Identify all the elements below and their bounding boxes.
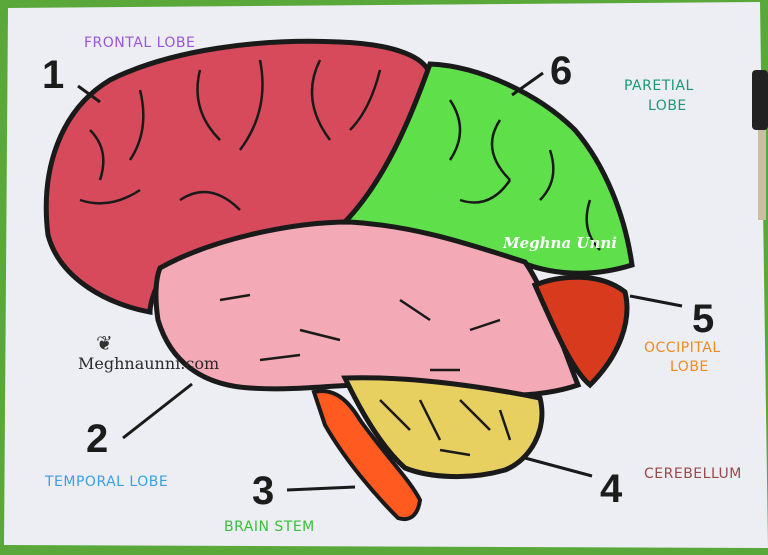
gyri-lines bbox=[79, 59, 601, 457]
temporal-lobe bbox=[153, 219, 582, 398]
watermark-ornament-icon: ❦ bbox=[96, 331, 113, 355]
occipital-lobe-label-line2: LOBE bbox=[670, 359, 709, 375]
label-number-5: 5 bbox=[692, 297, 714, 341]
pointer-lines bbox=[77, 71, 683, 492]
parietal-lobe-label-line1: PARETIAL bbox=[624, 78, 694, 94]
watermark-signature: Meghna Unni bbox=[502, 234, 617, 252]
label-number-6: 6 bbox=[550, 49, 572, 93]
occipital-lobe bbox=[531, 274, 630, 389]
frontal-lobe-label: FRONTAL LOBE bbox=[84, 35, 195, 51]
label-number-3: 3 bbox=[252, 469, 274, 513]
pen-body bbox=[758, 130, 766, 220]
brain-stem-label: BRAIN STEM bbox=[224, 519, 315, 535]
pen-cap bbox=[752, 70, 768, 130]
brain-stem bbox=[311, 389, 423, 521]
cerebellum bbox=[341, 375, 545, 480]
label-number-4: 4 bbox=[600, 467, 623, 511]
watermark-site: Meghnaunni.com bbox=[78, 354, 219, 373]
occipital-lobe-label-line1: OCCIPITAL bbox=[644, 340, 721, 356]
cerebellum-label: CEREBELLUM bbox=[644, 466, 742, 482]
parietal-lobe bbox=[339, 61, 635, 276]
label-number-1: 1 bbox=[42, 53, 64, 97]
temporal-lobe-label: TEMPORAL LOBE bbox=[44, 474, 168, 490]
parietal-lobe-label-line2: LOBE bbox=[648, 98, 687, 114]
label-number-2: 2 bbox=[86, 417, 108, 461]
